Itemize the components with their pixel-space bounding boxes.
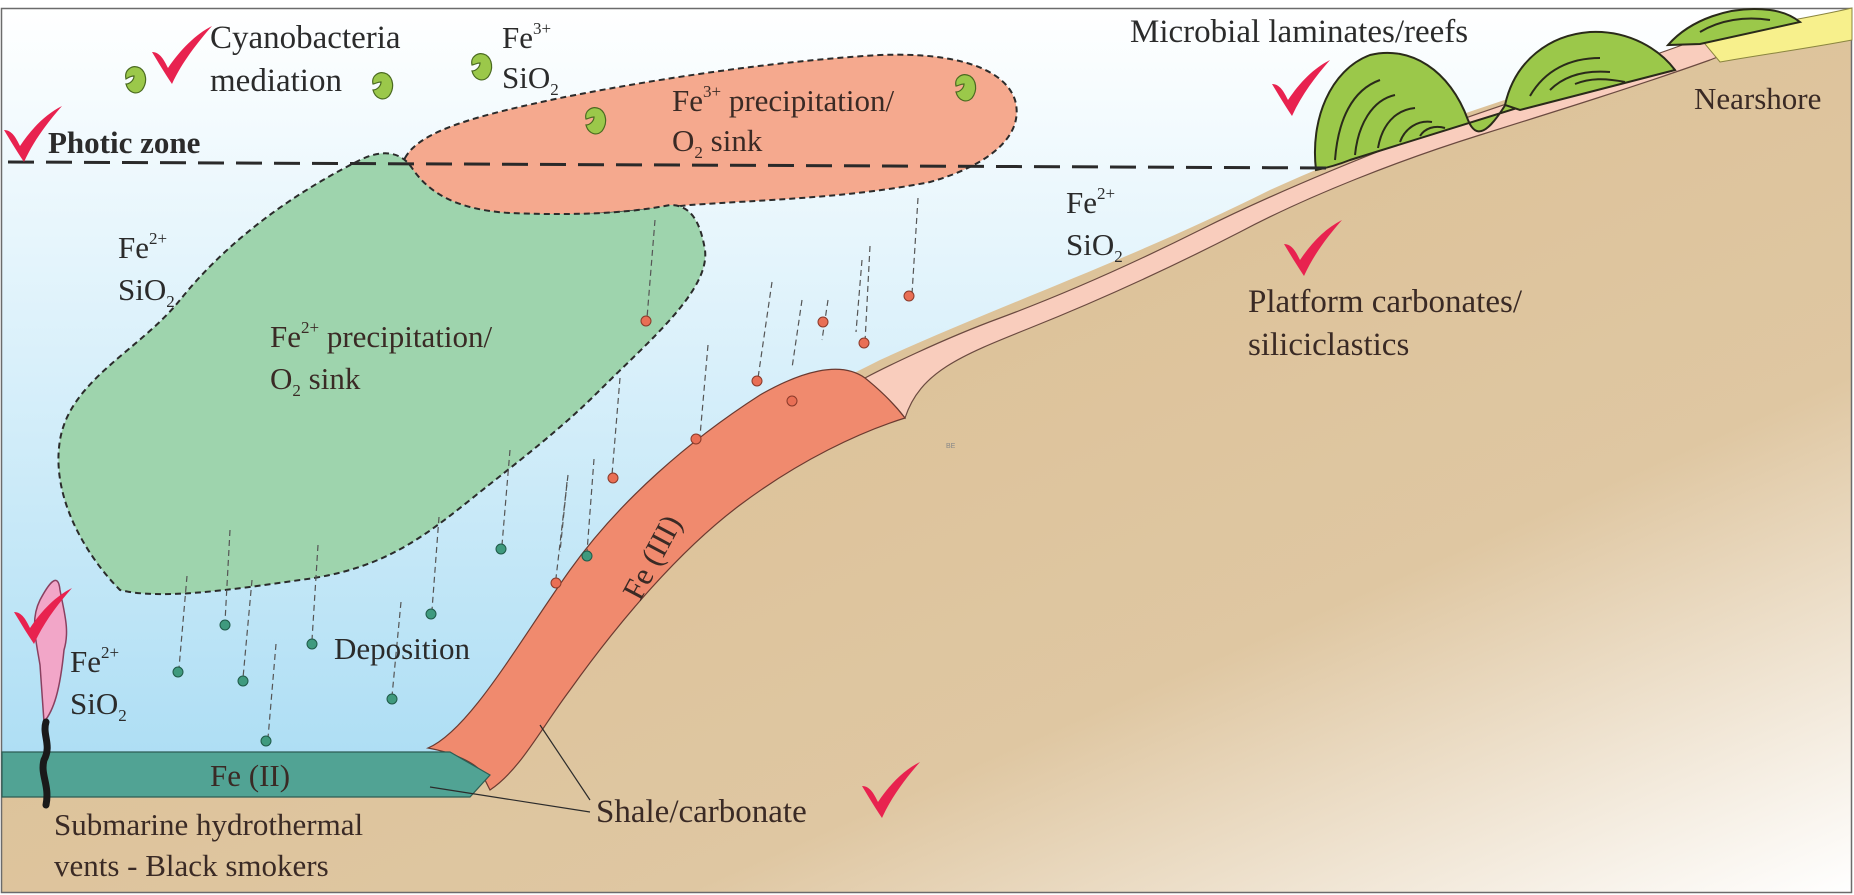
checkmark-icon <box>4 26 1342 818</box>
vents-label: Submarine hydrothermal <box>54 807 363 842</box>
o2-sink-mid-label: O2 sink <box>270 361 361 400</box>
fe2-precipitation-zone <box>57 152 707 596</box>
sio2-vent-label: SiO2 <box>70 686 127 725</box>
fe2-vent-label: Fe2+ <box>70 643 119 679</box>
fe2-left-label: Fe2+ <box>118 229 167 265</box>
shale-leader-lines <box>429 724 591 813</box>
fe3-top-label: Fe3+ <box>502 19 551 55</box>
fe-ii-layer <box>1 751 491 798</box>
fe3-precipitation-label: Fe3+ precipitation/ <box>672 82 895 118</box>
deposition-label: Deposition <box>334 631 471 666</box>
fe3-particles <box>550 197 919 589</box>
microbial-reefs <box>1314 8 1803 172</box>
photic-zone-line <box>7 160 1336 170</box>
fe-iii-layer <box>425 368 907 791</box>
platform-label: Platform carbonates/ <box>1248 284 1523 320</box>
shale-label: Shale/carbonate <box>596 794 807 830</box>
siliciclastics-label: siliciclastics <box>1248 327 1409 363</box>
fe2-particles <box>172 449 595 747</box>
fe2-mid-label: Fe2+ <box>1066 184 1115 220</box>
cyanobacteria-icon <box>125 53 977 135</box>
o2-sink-top-label: O2 sink <box>672 123 763 162</box>
mediation-label: mediation <box>210 63 342 99</box>
microbial-label: Microbial laminates/reefs <box>1130 14 1468 50</box>
nearshore-label: Nearshore <box>1694 81 1821 116</box>
fe2-precipitation-label: Fe2+ precipitation/ <box>270 318 493 354</box>
sio2-top-label: SiO2 <box>502 60 559 99</box>
watermark: BE <box>946 443 956 450</box>
sio2-left-label: SiO2 <box>118 272 175 311</box>
frame <box>0 7 1853 894</box>
fe-ii-label: Fe (II) <box>210 758 290 793</box>
seafloor-sediment <box>2 10 1852 893</box>
sio2-mid-label: SiO2 <box>1066 227 1123 266</box>
cyanobacteria-label: Cyanobacteria <box>210 20 401 56</box>
black-smokers-label: vents - Black smokers <box>54 848 329 883</box>
photic-zone-label: Photic zone <box>48 125 200 160</box>
